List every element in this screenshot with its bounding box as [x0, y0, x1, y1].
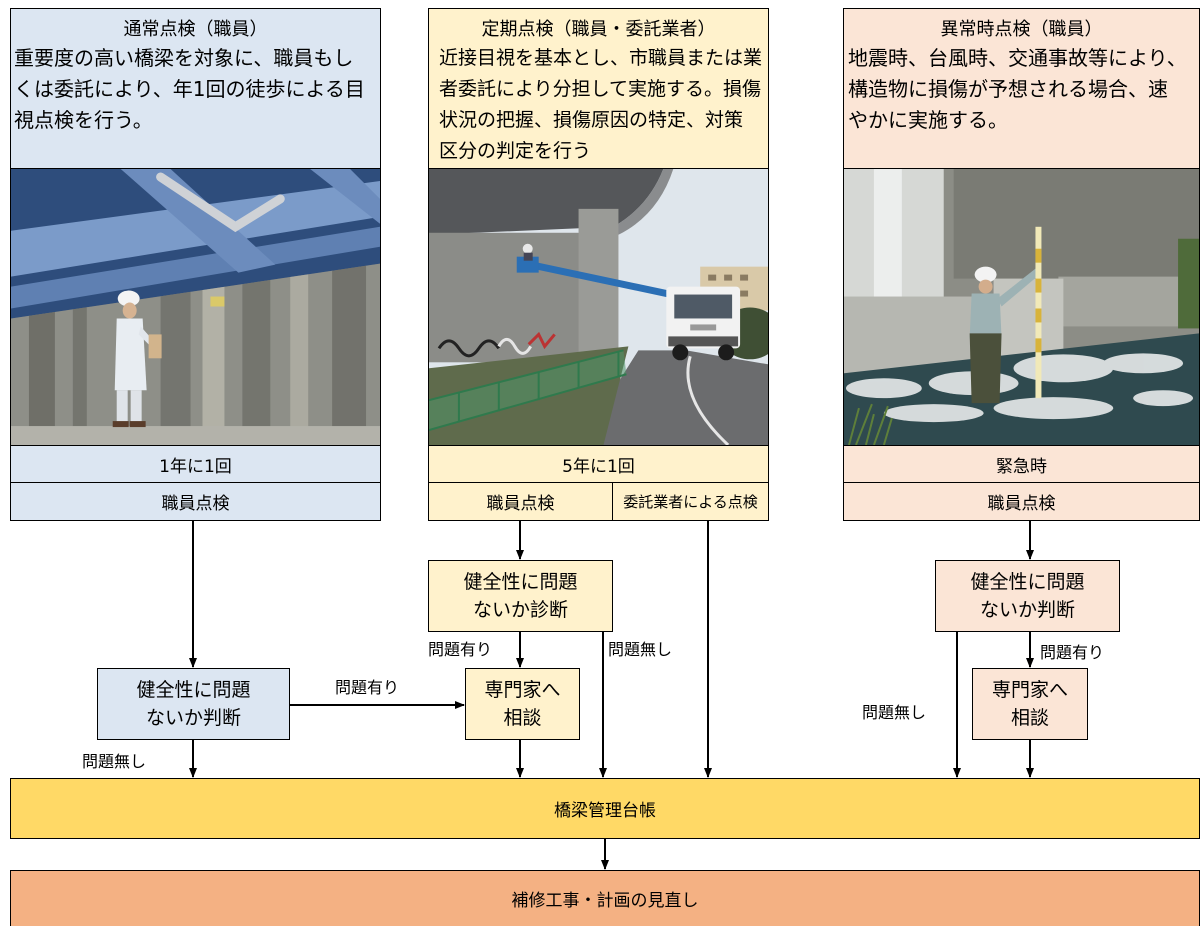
concrete-ledge	[1058, 276, 1199, 327]
drain-pipe	[156, 172, 285, 233]
upper-wall-shadow	[953, 169, 1199, 279]
expert-line: 専門家へ	[991, 679, 1068, 701]
graffiti	[437, 331, 556, 358]
aerial-bucket	[516, 256, 539, 273]
rapids-foam	[845, 353, 1194, 423]
periodic-issue-label: 問題有り	[428, 640, 493, 659]
pier-highlight	[873, 169, 902, 319]
periodic-soundness-diagnosis: 健全性に問題 ないか診断	[428, 560, 613, 632]
routine-description-line: 視点検を行う。	[14, 108, 153, 132]
emergency-no-issue-label: 問題無し	[862, 703, 927, 722]
emergency-issue-label: 問題有り	[1040, 643, 1105, 662]
bucket-worker	[522, 243, 533, 261]
periodic-contractor-inspection: 委託業者による点検	[612, 482, 769, 521]
periodic-expert-consultation: 専門家へ 相談	[465, 668, 580, 740]
aerial-boom	[529, 261, 691, 302]
diagnosis-line: 健全性に問題	[463, 571, 578, 593]
expert-line: 相談	[1010, 707, 1049, 729]
routine-frequency: 1年に1回	[10, 445, 381, 483]
emergency-header: 異常時点検（職員） 地震時、台風時、交通事故等により、 構造物に損傷が予想される…	[843, 8, 1200, 169]
periodic-description-line: 近接目視を基本とし、市職員または業	[439, 47, 763, 69]
emergency-inspection-photo	[843, 168, 1200, 446]
judgement-line: 健全性に問題	[970, 571, 1085, 593]
periodic-description-line: 状況の把握、損傷原因の特定、対策	[439, 109, 744, 131]
routine-no-issue-label: 問題無し	[82, 752, 147, 771]
periodic-staff-inspection: 職員点検	[428, 482, 613, 521]
periodic-description-line: 区分の判定を行う	[439, 140, 592, 162]
vegetation	[1178, 238, 1199, 329]
routine-soundness-judgement: 健全性に問題 ないか判断	[97, 668, 290, 740]
measuring-staff	[1035, 226, 1042, 399]
concrete-pier-wall	[429, 232, 599, 363]
emergency-description-line: 地震時、台風時、交通事故等により、	[848, 46, 1187, 70]
periodic-description-line: 者委託により分担して実施する。損傷	[439, 78, 762, 100]
routine-issue-label: 問題有り	[335, 678, 400, 697]
judgement-line: 健全性に問題	[136, 679, 251, 701]
emergency-title: 異常時点検（職員）	[940, 19, 1103, 40]
periodic-inspection-photo	[428, 168, 769, 446]
repair-and-plan-review: 補修工事・計画の見直し	[10, 870, 1200, 926]
road-marking	[686, 355, 730, 445]
routine-description-line: 重要度の高い橋梁を対象に、職員もし	[14, 46, 354, 70]
green-fence	[429, 349, 627, 432]
emergency-expert-consultation: 専門家へ 相談	[972, 668, 1088, 740]
bucket-truck	[666, 286, 741, 361]
wading-inspector	[969, 266, 1040, 404]
bridge-management-ledger: 橋梁管理台帳	[10, 778, 1200, 839]
emergency-description-line: やかに実施する。	[848, 108, 1008, 132]
judgement-line: ないか判断	[145, 707, 241, 729]
routine-staff-inspection: 職員点検	[10, 482, 381, 521]
emergency-soundness-judgement: 健全性に問題 ないか判断	[935, 560, 1120, 632]
diagnosis-line: ないか診断	[472, 599, 568, 621]
concrete-wall	[11, 263, 380, 431]
periodic-header: 定期点検（職員・委託業者） 近接目視を基本とし、市職員または業 者委託により分担…	[428, 8, 769, 169]
emergency-description: 地震時、台風時、交通事故等により、 構造物に損傷が予想される場合、速 やかに実施…	[848, 43, 1187, 136]
expert-line: 相談	[503, 707, 542, 729]
walkway	[11, 426, 380, 445]
routine-title: 通常点検（職員）	[123, 19, 268, 40]
periodic-frequency: 5年に1回	[428, 445, 769, 483]
periodic-description: 近接目視を基本とし、市職員または業 者委託により分担して実施する。損傷 状況の把…	[439, 43, 762, 167]
routine-description: 重要度の高い橋梁を対象に、職員もし くは委託により、年1回の徒歩による目 視点検…	[14, 43, 365, 136]
judgement-line: ないか判断	[979, 599, 1075, 621]
inspector-figure	[112, 290, 162, 428]
steel-girder	[11, 226, 380, 309]
expert-line: 専門家へ	[484, 679, 561, 701]
emergency-frequency: 緊急時	[843, 445, 1200, 483]
periodic-title: 定期点検（職員・委託業者）	[481, 19, 716, 40]
riverbank-grass	[848, 403, 893, 445]
routine-inspection-photo	[10, 168, 381, 446]
cross-beam	[120, 169, 276, 273]
periodic-no-issue-label: 問題無し	[608, 640, 673, 659]
emergency-staff-inspection: 職員点検	[843, 482, 1200, 521]
routine-description-line: くは委託により、年1回の徒歩による目	[14, 77, 365, 101]
emergency-description-line: 構造物に損傷が予想される場合、速	[848, 77, 1168, 101]
overpass-edge	[613, 169, 674, 235]
chalk-mark	[210, 296, 225, 307]
routine-header: 通常点検（職員） 重要度の高い橋梁を対象に、職員もし くは委託により、年1回の徒…	[10, 8, 381, 169]
